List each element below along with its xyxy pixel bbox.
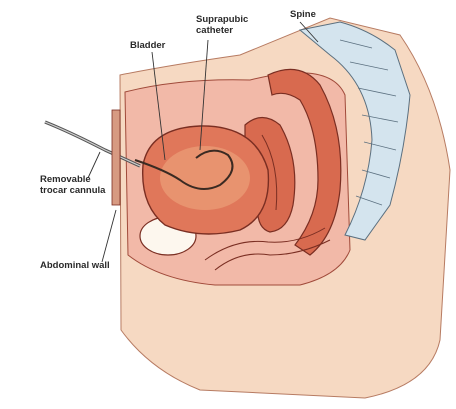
vertebrae-lines [339, 39, 399, 206]
label-bladder: Bladder [130, 40, 166, 51]
label-catheter-line1: Suprapubic [196, 14, 248, 25]
label-abdominal-wall: Abdominal wall [40, 260, 110, 271]
pelvic-floor-curves [214, 239, 331, 271]
leader-trocar [87, 151, 101, 179]
suprapubic-catheter-coil [134, 149, 234, 190]
leader-abdominal-wall [101, 209, 117, 263]
label-spine: Spine [290, 9, 316, 20]
label-catheter-line2: catheter [196, 25, 233, 36]
leader-catheter [199, 39, 209, 151]
spine [298, 21, 411, 241]
uterus-inner [261, 134, 278, 211]
leader-spine [299, 21, 319, 43]
leader-bladder [151, 51, 166, 161]
bladder-lumen [160, 146, 250, 210]
label-trocar-line2: trocar cannula [40, 185, 106, 196]
trocar-cannula-highlight [44, 121, 141, 167]
label-trocar-line1: Removable [40, 174, 91, 185]
pelvic-floor-curve-2 [204, 227, 326, 261]
rectum [267, 68, 342, 256]
abdominal-wall-strip [111, 109, 121, 206]
